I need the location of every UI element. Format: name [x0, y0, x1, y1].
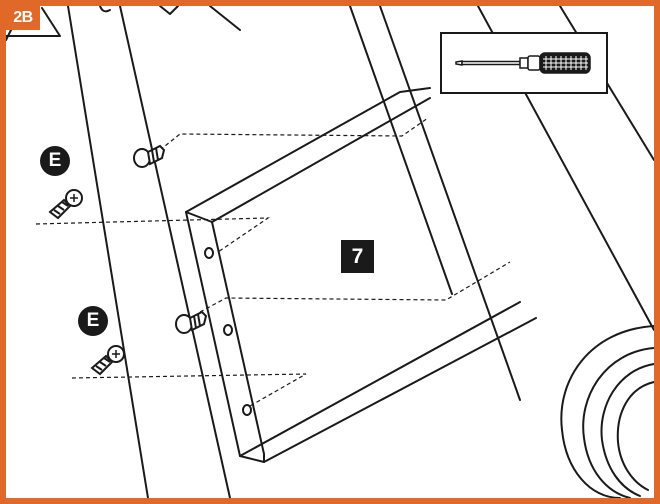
alignment-line — [159, 117, 429, 151]
upper-frame-part — [5, 7, 61, 37]
upper-frame-part — [159, 5, 179, 15]
screw-e — [48, 189, 83, 220]
part-label-e: E — [78, 306, 108, 336]
frame-bar — [379, 5, 521, 401]
alignment-line — [71, 373, 307, 407]
step-number-badge: 2B — [6, 6, 40, 30]
upper-frame-part — [99, 5, 111, 13]
phillips-screwdriver-icon — [455, 52, 591, 74]
left-leg — [119, 5, 231, 499]
part-label-e: E — [40, 146, 70, 176]
panel-board — [185, 87, 431, 213]
alignment-line — [199, 261, 511, 313]
frame-bar — [349, 5, 453, 295]
alignment-line — [35, 217, 271, 253]
installed-screw — [175, 310, 208, 334]
wheel — [560, 325, 655, 499]
panel-board — [211, 221, 265, 455]
left-leg — [67, 5, 149, 499]
tool-callout-box — [440, 32, 608, 94]
wheel — [616, 381, 655, 491]
screw-hole — [204, 247, 214, 259]
upper-frame-part — [209, 5, 241, 31]
installed-screw — [133, 144, 166, 168]
screw-hole — [242, 404, 252, 416]
screw-e — [90, 345, 125, 376]
screw-hole — [223, 324, 233, 336]
wheel — [600, 363, 655, 497]
wheel — [582, 347, 655, 499]
panel-number-label: 7 — [341, 240, 374, 273]
